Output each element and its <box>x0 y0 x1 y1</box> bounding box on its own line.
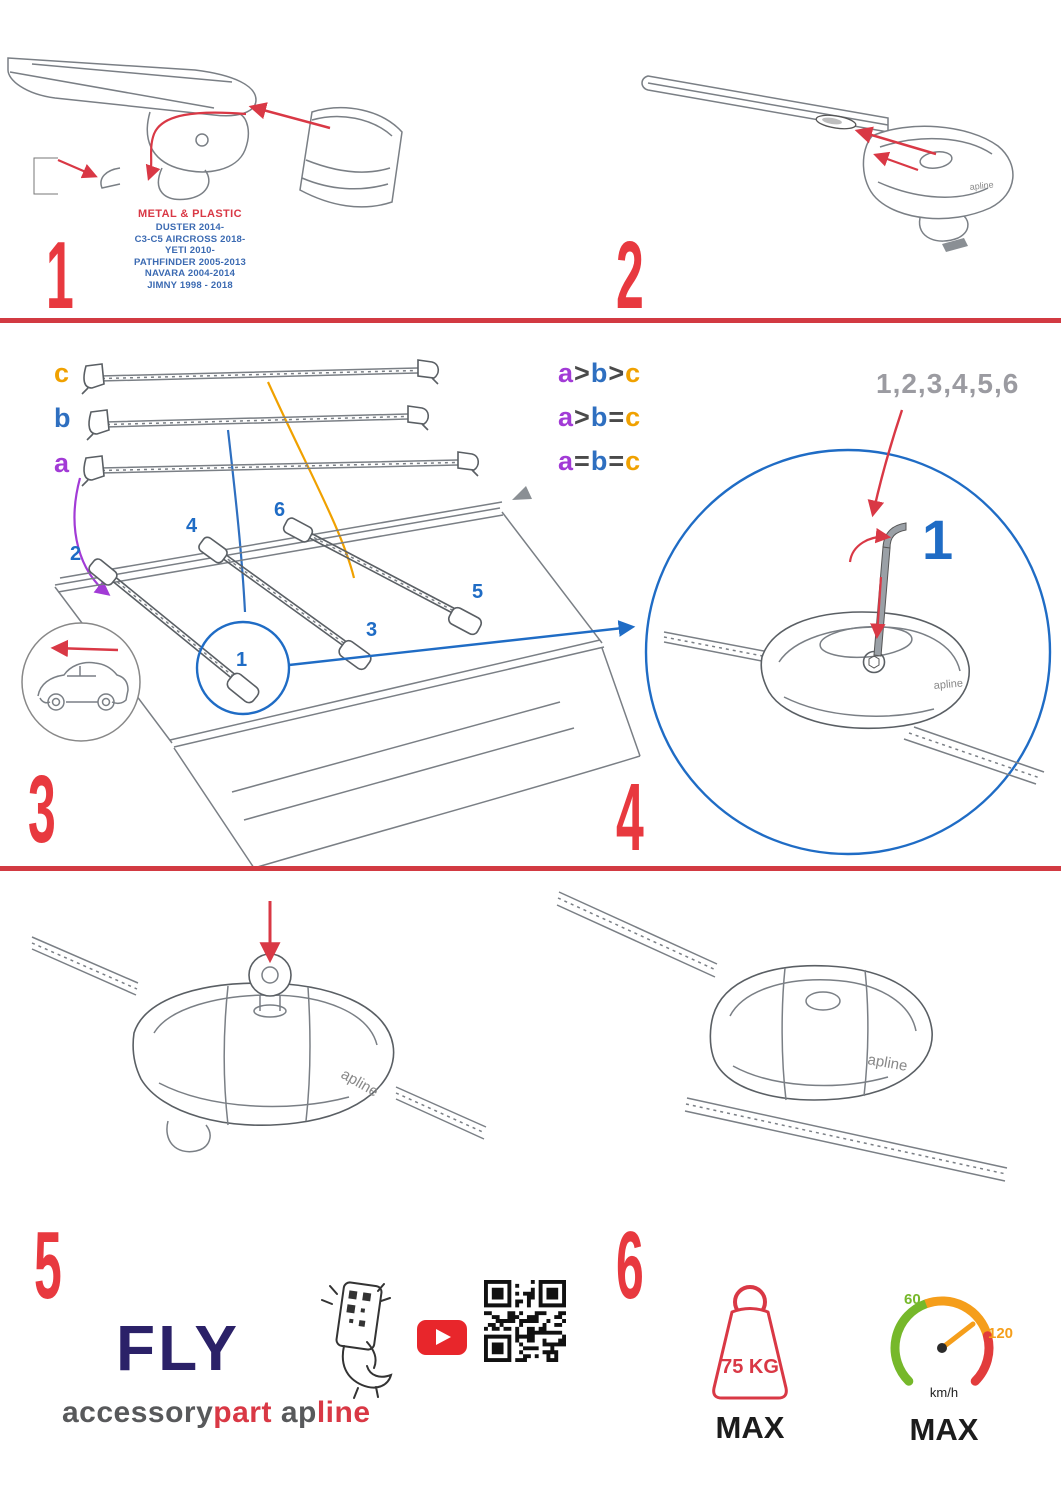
section-divider <box>0 318 1061 323</box>
vehicle-model: YETI 2010- <box>164 245 216 256</box>
bar-label-c: c <box>54 358 70 388</box>
press-arrow <box>870 576 886 640</box>
step6-mounted-diagram: apline <box>556 891 1008 1182</box>
bar-length-legend-row: a>b=c <box>558 402 641 432</box>
position-label-5: 5 <box>472 581 484 603</box>
phone-scan-icon <box>321 1281 393 1399</box>
step2-number: 2 <box>616 222 644 329</box>
bar-label-a: a <box>54 448 70 478</box>
position-label-4: 4 <box>186 515 198 537</box>
step3-roof-diagram <box>21 359 641 869</box>
zoom-arrow <box>288 620 636 667</box>
vehicle-model: NAVARA 2004-2014 <box>144 268 236 279</box>
vehicle-model: JIMNY 1998 - 2018 <box>147 279 233 291</box>
max-weight-icon: 75 KG <box>712 1285 788 1400</box>
brand-logo: accessorypart apline <box>62 1398 371 1428</box>
gauge-needle <box>939 1321 976 1351</box>
step1-clamp-diagram <box>7 57 403 208</box>
speed-high-label: 120 <box>988 1325 1014 1342</box>
vehicle-model: PATHFINDER 2005-2013 <box>134 256 246 268</box>
brand-text-on-foot: apline <box>933 677 963 692</box>
qr-code <box>484 1280 566 1362</box>
bar-length-legend-row: a>b>c <box>558 358 641 388</box>
speedometer-icon <box>890 1296 994 1386</box>
vehicle-model: C3-C5 AIRCROSS 2018- <box>134 233 246 245</box>
weight-max-label: MAX <box>715 1410 785 1445</box>
speed-unit-label: km/h <box>929 1385 959 1400</box>
brand-text-on-foot: apline <box>866 1051 908 1075</box>
brand-line: line <box>316 1396 371 1429</box>
order-arrow <box>867 409 904 518</box>
bar-label-b: b <box>54 403 71 433</box>
step5-knob-diagram: apline <box>31 901 487 1153</box>
speed-low-label: 60 <box>904 1291 921 1308</box>
brand-text-on-foot: apline <box>969 180 994 192</box>
position1-highlight-circle <box>195 620 291 716</box>
step6-number: 6 <box>616 1212 644 1319</box>
position-label-6: 6 <box>274 499 286 521</box>
vehicle-model: DUSTER 2014- <box>155 222 225 233</box>
vehicle-models: DUSTER 2014- C3-C5 AIRCROSS 2018- YETI 2… <box>95 222 285 291</box>
step4-zoom-diagram: apline <box>644 409 1052 856</box>
speed-max-label: MAX <box>909 1412 979 1447</box>
first-position-callout: 1 <box>922 508 954 571</box>
bar-length-legend-row: a=b=c <box>558 446 641 476</box>
play-icon <box>436 1329 451 1345</box>
product-name: FLY <box>116 1312 240 1384</box>
tightening-sequence: 1,2,3,4,5,6 <box>876 368 1020 399</box>
max-weight-value: 75 KG <box>721 1356 779 1378</box>
step2-bar-end-diagram: apline <box>641 75 1014 252</box>
rotate-arrow <box>848 527 892 563</box>
brand-accessory: accessory <box>62 1396 214 1429</box>
position-label-2: 2 <box>70 543 82 565</box>
loose-crossbars <box>81 359 480 487</box>
step4-number: 4 <box>616 764 644 871</box>
car-roof-top-view <box>54 486 641 869</box>
step1-number: 1 <box>46 222 74 329</box>
step5-number: 5 <box>34 1212 62 1319</box>
section-divider <box>0 866 1061 871</box>
brand-part: part <box>213 1396 272 1429</box>
material-label: METAL & PLASTIC <box>138 208 242 220</box>
position-label-3: 3 <box>366 619 378 641</box>
car-inset-circle <box>21 622 141 742</box>
brand-ap: ap <box>280 1396 317 1429</box>
position-label-1: 1 <box>236 649 248 671</box>
step1-vehicle-list: METAL & PLASTIC DUSTER 2014- C3-C5 AIRCR… <box>95 208 285 291</box>
step3-number: 3 <box>28 756 56 863</box>
youtube-icon <box>417 1320 467 1355</box>
